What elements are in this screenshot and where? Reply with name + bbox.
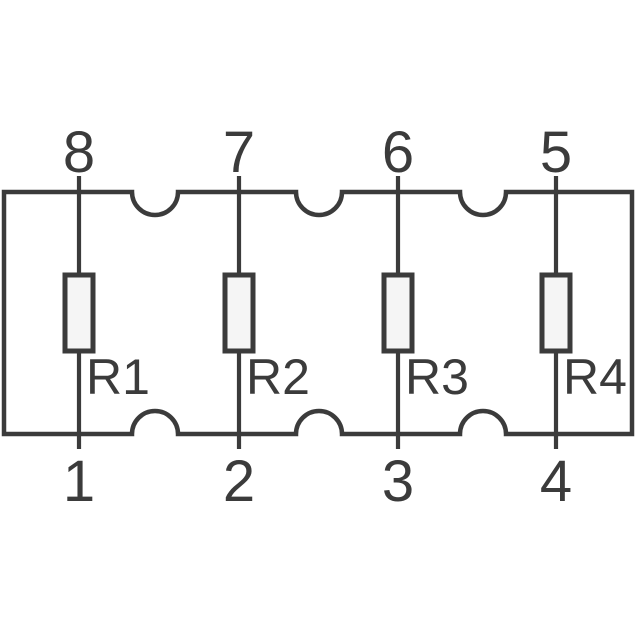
pin-number-top-2: 7: [223, 120, 255, 185]
pin-number-top-3: 6: [382, 120, 414, 185]
pin-number-bottom-1: 1: [63, 449, 95, 514]
pin-number-bottom-2: 2: [223, 449, 255, 514]
pin-number-bottom-4: 4: [540, 449, 572, 514]
resistor-body-2: [222, 272, 256, 354]
pin-number-bottom-3: 3: [382, 449, 414, 514]
resistor-ref-label-1: R1: [86, 349, 150, 405]
pin-number-top-1: 8: [63, 120, 95, 185]
resistor-body-1: [62, 272, 96, 354]
package-outline: [1, 189, 635, 437]
resistor-ref-label-2: R2: [246, 349, 310, 405]
resistor-body-3: [381, 272, 415, 354]
pin-number-top-4: 5: [540, 120, 572, 185]
resistor-ref-label-3: R3: [405, 349, 469, 405]
resistor-body-4: [539, 272, 573, 354]
resistor-ref-label-4: R4: [563, 349, 627, 405]
